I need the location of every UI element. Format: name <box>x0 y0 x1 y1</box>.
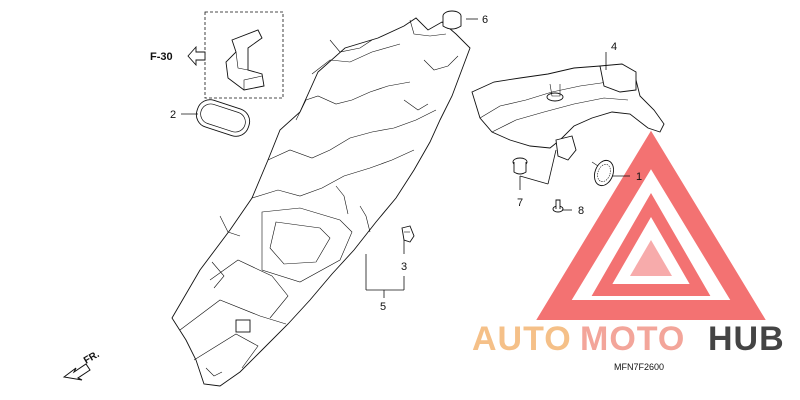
front-label: FR. <box>82 349 102 367</box>
watermark-auto: AUTO <box>472 320 572 358</box>
watermark-text: AUTO MOTO HUB <box>472 320 785 358</box>
collar-part <box>512 157 528 175</box>
clip-part <box>401 225 415 243</box>
arrow-front-icon <box>62 363 91 381</box>
watermark-moto: MOTO <box>580 320 685 358</box>
callout-6: 6 <box>482 14 488 26</box>
rubber-cap-part <box>442 10 462 30</box>
o-ring-part <box>195 99 251 137</box>
arrow-left-icon <box>187 45 206 67</box>
callouts: 1 2 3 4 5 6 7 8 <box>170 14 642 313</box>
front-direction: FR. <box>62 349 102 381</box>
callout-4: 4 <box>611 41 617 53</box>
reference-label: F-30 <box>150 51 173 63</box>
diagram-code: MFN7F2600 <box>614 362 664 372</box>
callout-2: 2 <box>170 109 176 121</box>
reflector-part <box>591 159 615 187</box>
leader-lines <box>181 18 630 298</box>
callout-7: 7 <box>517 197 523 209</box>
callout-1: 1 <box>636 171 642 183</box>
watermark-hub: HUB <box>708 320 785 358</box>
watermark-logo-icon <box>536 130 766 320</box>
callout-8: 8 <box>578 205 584 217</box>
f30-reference: F-30 <box>150 45 206 67</box>
license-bracket-part <box>471 63 665 161</box>
callout-5: 5 <box>380 301 386 313</box>
bolt-part <box>552 199 564 213</box>
rear-fender-part <box>171 17 471 387</box>
callout-3: 3 <box>401 261 407 273</box>
breather-tube-part <box>204 11 284 99</box>
